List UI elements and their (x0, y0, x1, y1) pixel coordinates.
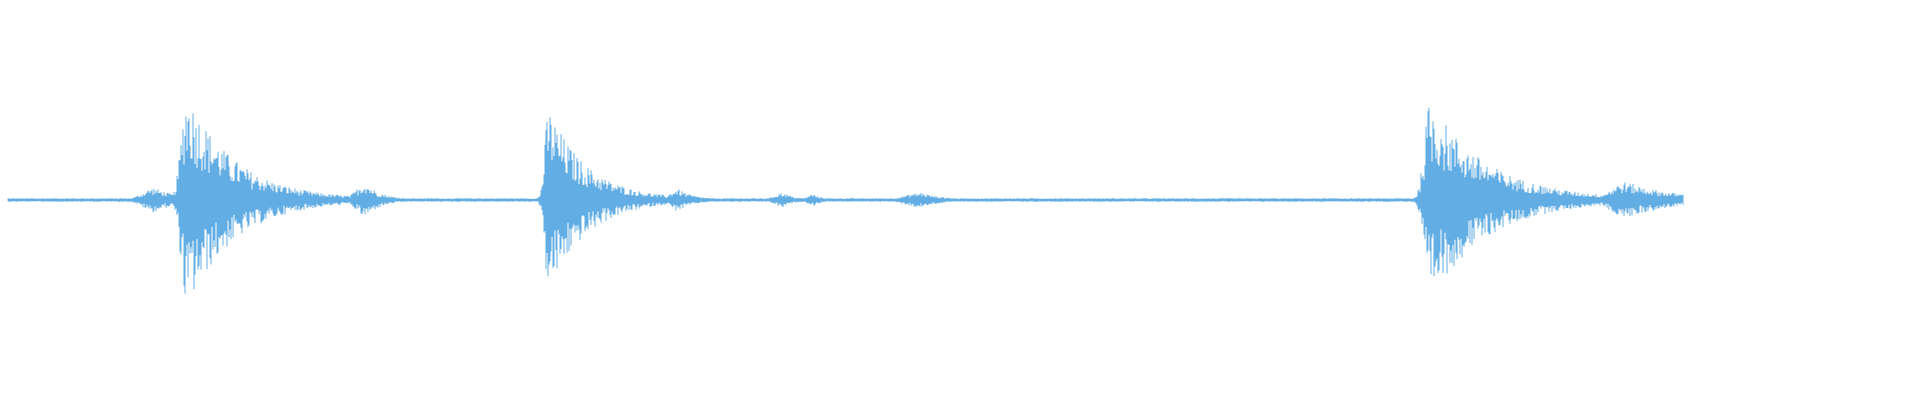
waveform-path (7, 107, 1684, 294)
waveform-bars (7, 107, 1684, 294)
